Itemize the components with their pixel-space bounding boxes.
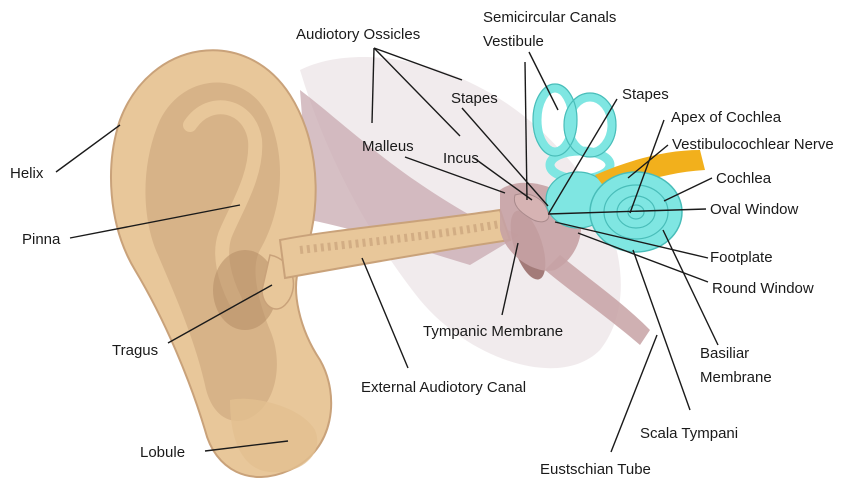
label-auditory-ossicles: Audiotory Ossicles [296,26,420,43]
label-semicircular-canals: Semicircular Canals [483,9,616,26]
label-scala-tympani: Scala Tympani [640,425,738,442]
label-apex-of-cochlea: Apex of Cochlea [671,109,782,126]
label-cochlea: Cochlea [716,170,772,187]
label-oval-window: Oval Window [710,201,799,218]
label-stapes-left: Stapes [451,90,498,107]
label-vestibulocochlear-nerve: Vestibulocochlear Nerve [672,136,834,153]
label-incus: Incus [443,150,479,167]
label-footplate: Footplate [710,249,773,266]
label-tragus: Tragus [112,342,158,359]
label-helix: Helix [10,165,44,182]
label-tympanic-membrane: Tympanic Membrane [423,323,563,340]
label-basilar-membrane-line1: Basiliar [700,345,749,362]
label-eustachian-tube: Eustschian Tube [540,461,651,478]
label-external-canal: External Audiotory Canal [361,379,526,396]
label-round-window: Round Window [712,280,814,297]
label-vestibule: Vestibule [483,33,544,50]
label-stapes-right: Stapes [622,86,669,103]
label-lobule: Lobule [140,444,185,461]
label-malleus: Malleus [362,138,414,155]
label-pinna: Pinna [22,231,61,248]
label-basilar-membrane-line2: Membrane [700,369,772,386]
